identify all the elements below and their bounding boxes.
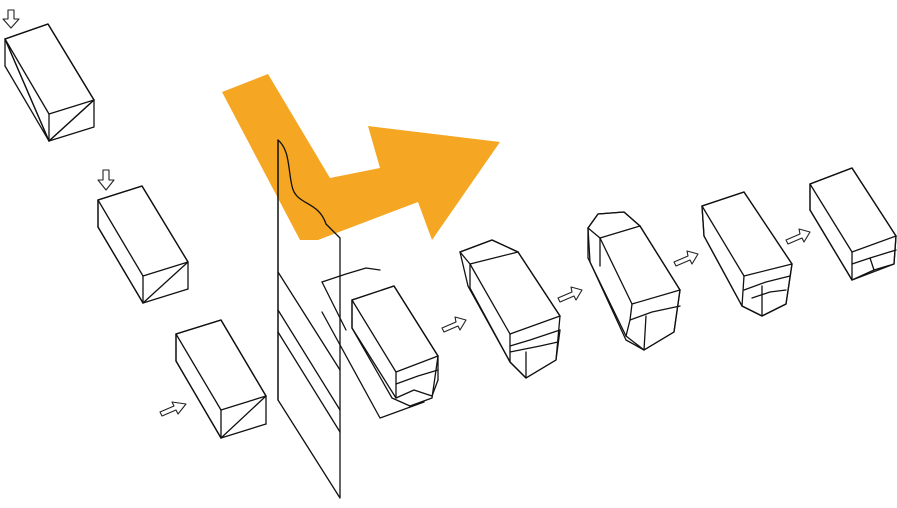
folded-box-step-1 — [459, 239, 561, 379]
feed-arrow-icon-1 — [2, 9, 20, 29]
folded-box-step-2 — [587, 211, 681, 351]
incoming-box-middle — [97, 185, 189, 304]
step-arrow-icon-4 — [785, 228, 811, 245]
step-arrow-icon-2 — [557, 286, 583, 303]
folded-box-step-4 — [809, 167, 897, 281]
incoming-box-bottom — [175, 319, 267, 439]
cutting-plane — [277, 139, 341, 499]
folded-box-step-3 — [701, 191, 793, 317]
step-arrow-icon-3 — [673, 250, 699, 267]
cut-box — [351, 285, 439, 407]
incoming-box-top — [4, 23, 95, 142]
cut-ghost-outline — [321, 267, 425, 419]
feed-arrow-icon-3 — [159, 401, 187, 417]
feed-arrow-icon-2 — [97, 169, 115, 191]
large-orange-l-arrow — [222, 74, 500, 240]
step-arrow-icon-1 — [441, 316, 467, 333]
